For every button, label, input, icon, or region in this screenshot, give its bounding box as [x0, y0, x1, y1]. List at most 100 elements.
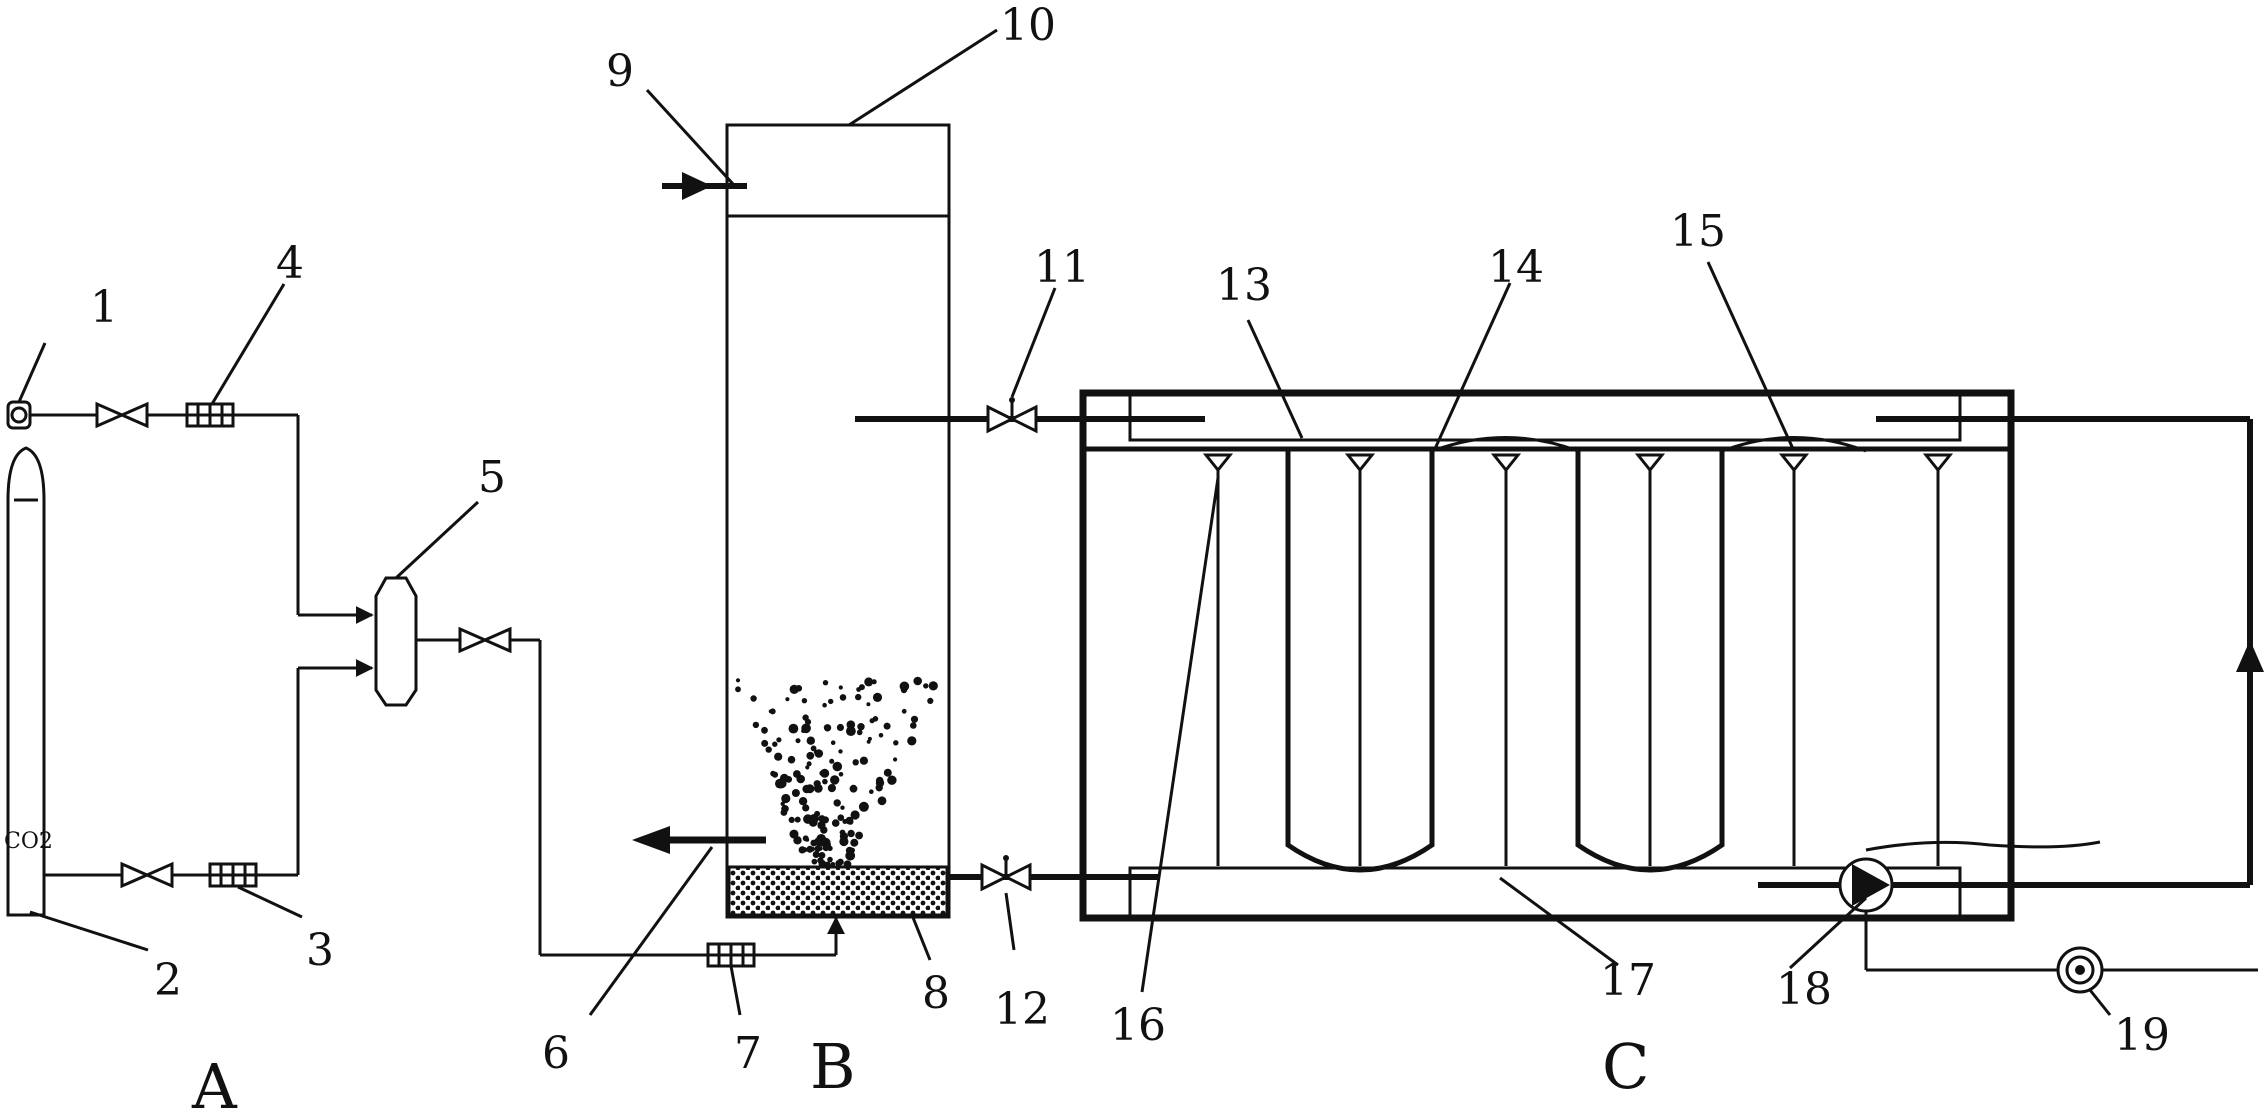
flowmeter-4 [185, 402, 235, 428]
pump-18 [1758, 857, 2011, 913]
bubble [893, 740, 899, 746]
label-14: 14 [1488, 242, 1544, 293]
bubble [832, 761, 843, 772]
bubble [872, 692, 883, 703]
label-17: 17 [1600, 955, 1656, 1006]
label-13: 13 [1216, 260, 1272, 311]
bubble [788, 816, 795, 824]
bubble [772, 741, 778, 747]
bubble [843, 860, 852, 869]
bubble [855, 693, 862, 701]
water-surface [1865, 840, 2101, 852]
bubble [864, 677, 874, 687]
nozzle [1634, 453, 1666, 473]
bubble [818, 815, 826, 823]
bubble [794, 816, 801, 823]
meter-19 [2056, 946, 2104, 994]
bubble [788, 723, 799, 734]
bubble [780, 801, 785, 806]
bubble [850, 838, 859, 847]
bubble [775, 778, 785, 789]
bubble [798, 797, 808, 806]
bubble [822, 702, 827, 708]
outlet-6 [632, 826, 766, 854]
bubble [893, 757, 898, 762]
section-labels: A B C [191, 1030, 1649, 1114]
gas-source-1 [6, 400, 32, 430]
bubble [910, 715, 919, 723]
photobioreactor-tank [1079, 389, 2015, 922]
bioreactor-column [725, 123, 951, 919]
bubble [840, 805, 845, 810]
leader-lines [17, 28, 2112, 1016]
bubble [819, 821, 824, 826]
pipe-11 [855, 397, 1205, 434]
bubble [830, 740, 836, 745]
label-19: 19 [2114, 1010, 2170, 1061]
bubble [866, 702, 871, 707]
label-18: 18 [1776, 964, 1832, 1015]
bubble [806, 736, 815, 745]
bubble [810, 745, 817, 752]
bubble [822, 680, 829, 686]
bubble [878, 733, 884, 738]
bubble [846, 726, 856, 736]
bubble [805, 765, 810, 770]
tubes [1216, 468, 1940, 866]
bubble [801, 698, 808, 704]
bubble [910, 722, 917, 729]
label-2: 2 [154, 955, 182, 1006]
bubble [821, 769, 829, 777]
packing-media-8 [727, 865, 949, 917]
bubble [761, 726, 768, 734]
section-c: C [1602, 1030, 1649, 1103]
bubble [802, 847, 808, 853]
bubble [923, 683, 929, 689]
bubble [769, 708, 776, 715]
bubble [812, 851, 820, 858]
bubble [829, 758, 835, 764]
bubble [887, 775, 897, 785]
section-b: B [810, 1030, 856, 1103]
label-12: 12 [994, 984, 1050, 1035]
bubble [927, 697, 934, 705]
bubble [785, 697, 790, 702]
bubble [827, 856, 833, 863]
bubble [822, 778, 828, 785]
bubble [830, 862, 836, 867]
bubble [838, 749, 843, 754]
label-11: 11 [1034, 242, 1090, 293]
bubble [776, 737, 782, 743]
bubble [883, 768, 892, 777]
bubble [796, 774, 805, 784]
label-6: 6 [542, 1028, 570, 1079]
nozzles-15 [1202, 453, 1954, 473]
bubble [866, 739, 871, 744]
co2-cylinder-2: CO2 [4, 446, 53, 917]
bubble [818, 846, 823, 851]
bubble [846, 720, 856, 729]
valve-mixer-outlet [458, 626, 512, 654]
bubble [837, 858, 844, 866]
nozzle [1202, 453, 1234, 473]
bubble [780, 809, 788, 816]
nozzle [1490, 453, 1522, 473]
label-10: 10 [1000, 0, 1056, 51]
label-16: 16 [1110, 1000, 1166, 1051]
inlet-9 [662, 172, 747, 200]
bubble [810, 846, 815, 852]
label-1: 1 [90, 282, 118, 333]
valve-bottom [120, 861, 174, 889]
bubble [833, 799, 841, 807]
bubble [765, 746, 772, 753]
bubble [901, 708, 907, 714]
bubble [839, 829, 846, 836]
section-a: A [191, 1050, 238, 1114]
bubble [750, 695, 757, 702]
bubble [883, 722, 891, 730]
u-loops [1285, 436, 1867, 873]
number-labels: 1 2 3 4 5 6 7 8 9 10 11 12 13 14 15 16 1… [90, 0, 2170, 1079]
nozzle [1344, 453, 1376, 473]
bubble [849, 847, 855, 853]
bubble [838, 772, 844, 777]
